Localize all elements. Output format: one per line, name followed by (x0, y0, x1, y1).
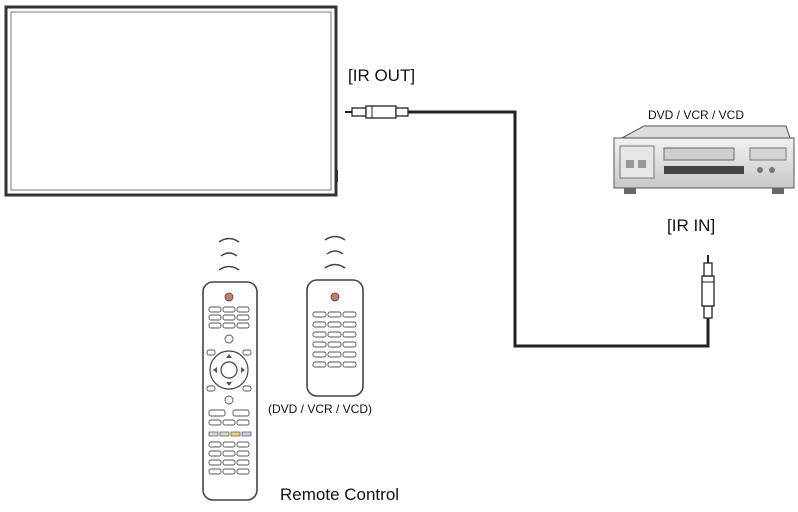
signal-waves-icon (218, 237, 240, 271)
dvd-vcr-device (613, 125, 795, 194)
remote-control-large (202, 237, 258, 501)
ir-cable (408, 110, 710, 348)
ir-out-jack (345, 105, 409, 119)
ir-in-jack (701, 255, 715, 319)
remote-control-label: Remote Control (280, 485, 400, 504)
remote-control-small (306, 235, 364, 397)
remote-device-label: (DVD / VCR / VCD) (268, 402, 373, 416)
display-monitor (4, 5, 338, 197)
ir-out-label: [IR OUT] (348, 66, 416, 85)
signal-waves-icon (324, 235, 346, 269)
ir-in-label: [IR IN] (667, 216, 716, 235)
dvd-device-label: DVD / VCR / VCD (648, 108, 745, 122)
